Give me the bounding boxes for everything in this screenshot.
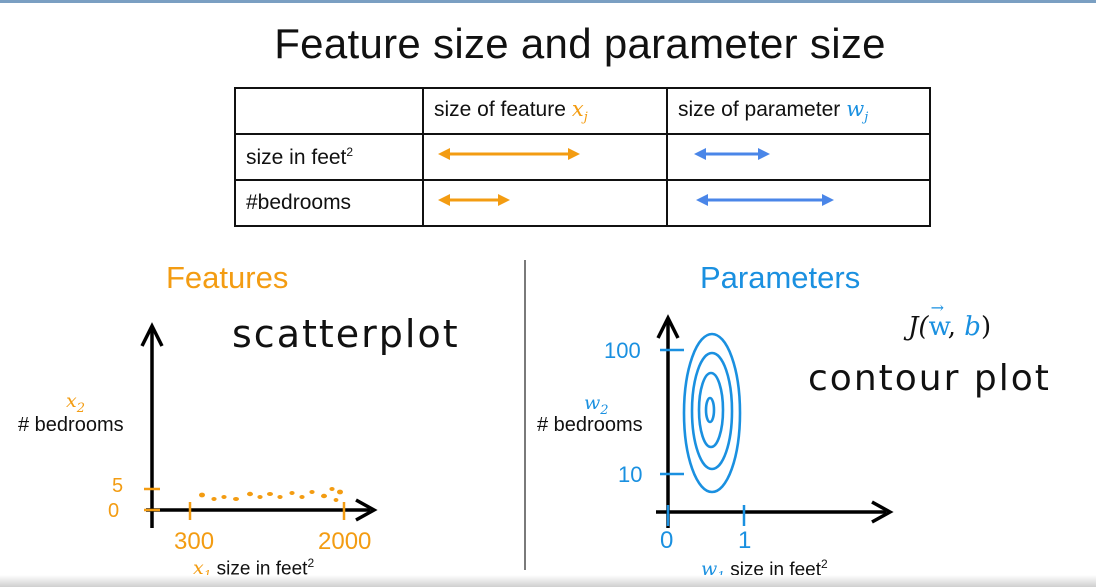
features-x-var-letter: x [193, 557, 204, 580]
scatter-point [247, 491, 253, 497]
scatter-point [233, 497, 239, 501]
long-blue-arrow [696, 194, 834, 206]
contour-ring [704, 396, 716, 424]
params-x-arrowhead [871, 500, 894, 524]
row-label-text: size in feet [246, 145, 347, 169]
header-param-var: wj [846, 96, 868, 125]
params-x-var-letter: w [701, 558, 718, 581]
features-y-tick-label-0: 0 [108, 500, 120, 522]
page-title: Feature size and parameter size [274, 20, 886, 67]
params-contours [682, 332, 742, 494]
features-y-label: # bedrooms [18, 414, 124, 436]
features-y-arrowhead [140, 322, 164, 347]
features-y-var-sub: 2 [76, 400, 85, 416]
contour-ring [690, 351, 734, 471]
cost-w: w [928, 312, 948, 342]
parameters-title: Parameters [700, 260, 861, 295]
scatter-point [221, 495, 227, 499]
features-x-tick-label-300: 300 [174, 528, 215, 555]
cost-close: ) [980, 312, 992, 342]
scatter-point [211, 497, 217, 501]
header-feature-label: size of feature [434, 97, 566, 121]
params-y-arrowhead [656, 314, 680, 339]
params-y-label: # bedrooms [537, 414, 643, 436]
header-feature-var: xj [571, 96, 588, 125]
video-bottom-shade [0, 575, 1096, 587]
features-title: Features [166, 260, 289, 295]
scatter-point [337, 489, 343, 495]
params-contour-note: contour plot [808, 358, 1051, 399]
scatter-point [309, 490, 315, 494]
features-scatter-points [199, 487, 343, 502]
features-x-label-text: size in feet [216, 558, 308, 580]
row-label-bedrooms: #bedrooms [234, 179, 424, 227]
scatter-point [299, 495, 305, 499]
long-orange-arrow [438, 148, 580, 160]
contour-ring [697, 371, 725, 449]
top-rule [0, 0, 1096, 3]
table-row: size in feet2 [234, 133, 931, 181]
features-y-var-letter: x [66, 390, 77, 412]
params-y-var-sub: 2 [600, 402, 609, 418]
scatter-point [321, 493, 327, 499]
table-corner-cell [234, 87, 424, 135]
feature-size-arrow-cell [422, 133, 668, 181]
params-y-var: w2 [584, 392, 609, 418]
cost-w-vector: →w [928, 298, 948, 342]
row-label-sup: 2 [346, 144, 354, 159]
cost-J: J( [908, 312, 929, 342]
panel-divider [524, 260, 526, 570]
param-size-arrow-cell [666, 179, 931, 227]
row-label-text: #bedrooms [246, 191, 352, 214]
vector-arrow-icon: → [930, 298, 944, 317]
header-param-var-sub: j [864, 110, 869, 126]
scatter-point [289, 491, 295, 495]
short-blue-arrow [694, 148, 770, 160]
features-scatterplot-note: scatterplot [232, 312, 460, 356]
params-x-label-sup: 2 [821, 557, 828, 571]
params-y-tick-label-100: 100 [604, 338, 641, 363]
scatter-point [257, 495, 263, 499]
params-y-var-letter: w [584, 392, 601, 414]
features-y-var: x2 [66, 390, 85, 416]
params-y-tick-label-10: 10 [618, 462, 643, 487]
features-x-arrowhead [355, 498, 378, 522]
header-feature-var-letter: x [571, 96, 584, 121]
header-param-var-letter: w [846, 96, 865, 121]
cost-b: b [964, 312, 981, 342]
scatter-point [277, 495, 283, 499]
scatter-point [199, 492, 205, 498]
row-label-size: size in feet2 [234, 133, 424, 181]
features-x-tick-label-2000: 2000 [318, 528, 372, 555]
scatter-point [267, 492, 273, 496]
param-size-arrow-cell [666, 133, 931, 181]
short-orange-arrow [438, 194, 510, 206]
params-x-tick-label-0: 0 [660, 527, 674, 554]
params-cost-function: J(→w, b) [908, 298, 992, 342]
params-x-tick-label-1: 1 [738, 527, 752, 554]
features-y-tick-label-5: 5 [112, 475, 124, 497]
scatter-point [333, 498, 339, 502]
contour-ring [682, 332, 742, 494]
table-row: #bedrooms [234, 179, 931, 227]
header-feature-var-sub: j [583, 110, 588, 126]
scatter-point [329, 487, 335, 491]
feature-size-arrow-cell [422, 179, 668, 227]
features-x-label-sup: 2 [307, 556, 315, 570]
header-param-label: size of parameter [678, 97, 841, 121]
